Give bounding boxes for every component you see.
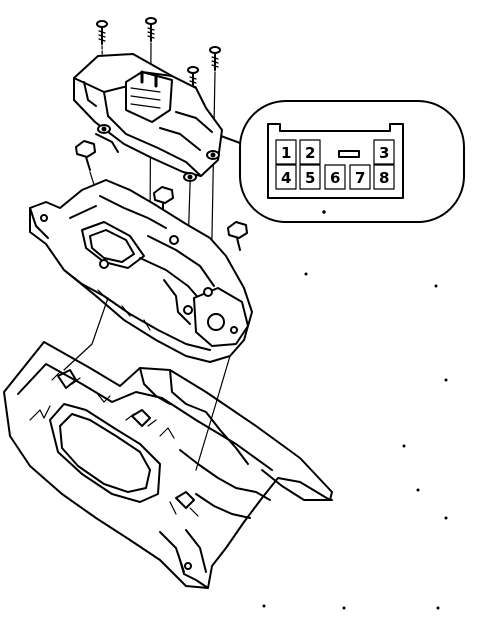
pin-cell-4 [275,164,297,190]
screw-5 [75,140,98,195]
pin-cell-5 [299,164,321,190]
pin-cell-8 [373,164,395,190]
pin-label-6: 6 [330,169,340,187]
pin-cell-6 [324,164,346,190]
pin-label-8: 8 [379,169,389,187]
clip-2 [125,409,157,427]
connector-callout: 1 2 3 4 5 6 7 8 [239,100,465,223]
pin-cell-1 [275,139,297,165]
connector-lock-tab [338,150,360,158]
screw-7 [227,221,248,251]
floor-console-base [3,297,333,589]
pin-label-2: 2 [305,144,315,162]
pin-cell-2 [299,139,321,165]
pin-cell-3 [373,139,395,165]
pin-label-4: 4 [281,169,291,187]
pin-cell-7 [349,164,371,190]
switch-assembly [73,53,223,182]
clip-3 [169,491,199,517]
pin-label-5: 5 [305,169,315,187]
callout-frame [239,100,465,223]
console-panel [29,179,253,363]
pin-label-7: 7 [355,169,365,187]
pin-label-1: 1 [281,144,291,162]
clip-1 [51,369,81,389]
scan-specks [262,210,448,610]
connector-face [267,123,404,199]
pin-label-3: 3 [379,144,389,162]
